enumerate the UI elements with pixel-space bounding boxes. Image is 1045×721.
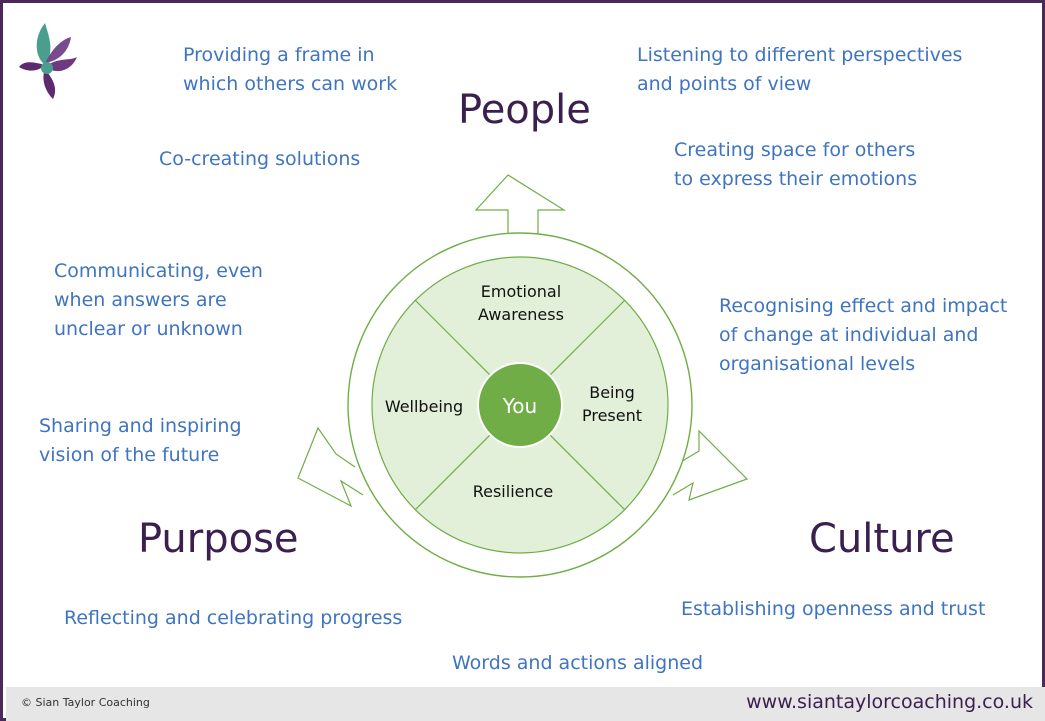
lotus-logo-icon (19, 23, 77, 99)
phrase-creating-space: Creating space for others to express the… (674, 139, 918, 190)
segment-left-label: Wellbeing (385, 397, 463, 416)
arrow-right-culture (672, 429, 749, 501)
phrase-providing-frame: Providing a frame in which others can wo… (183, 44, 398, 95)
phrase-recognising: Recognising effect and impact of change … (719, 295, 1008, 375)
heading-purpose: Purpose (138, 516, 299, 562)
segment-top-line2: Awareness (478, 305, 564, 324)
wheel-center-label: You (502, 394, 537, 418)
heading-people: People (458, 87, 591, 133)
segment-top-line1: Emotional (481, 282, 561, 301)
phrase-sharing-vision: Sharing and inspiring vision of the futu… (39, 415, 242, 466)
footer-bar: © Sian Taylor Coaching www.siantaylorcoa… (6, 687, 1045, 721)
phrase-communicating: Communicating, even when answers are unc… (54, 260, 263, 340)
phrase-openness: Establishing openness and trust (681, 598, 986, 620)
center-you-circle (477, 362, 563, 448)
arrow-left-purpose (297, 426, 364, 508)
website-link[interactable]: www.siantaylorcoaching.co.uk (746, 691, 1033, 713)
heading-culture: Culture (809, 516, 955, 562)
segment-bottom-label: Resilience (473, 482, 554, 501)
phrase-reflecting: Reflecting and celebrating progress (64, 607, 403, 629)
phrase-listening: Listening to different perspectives and … (637, 44, 963, 95)
phrase-words-actions: Words and actions aligned (452, 652, 704, 674)
phrase-co-creating: Co-creating solutions (159, 148, 361, 170)
leadership-wheel-diagram: You Emotional Awareness Being Present Re… (297, 174, 749, 578)
arrow-up-people (474, 174, 567, 243)
segment-right-line2: Present (582, 406, 642, 425)
copyright-text: © Sian Taylor Coaching (21, 696, 150, 709)
segment-right-line1: Being (589, 383, 635, 402)
